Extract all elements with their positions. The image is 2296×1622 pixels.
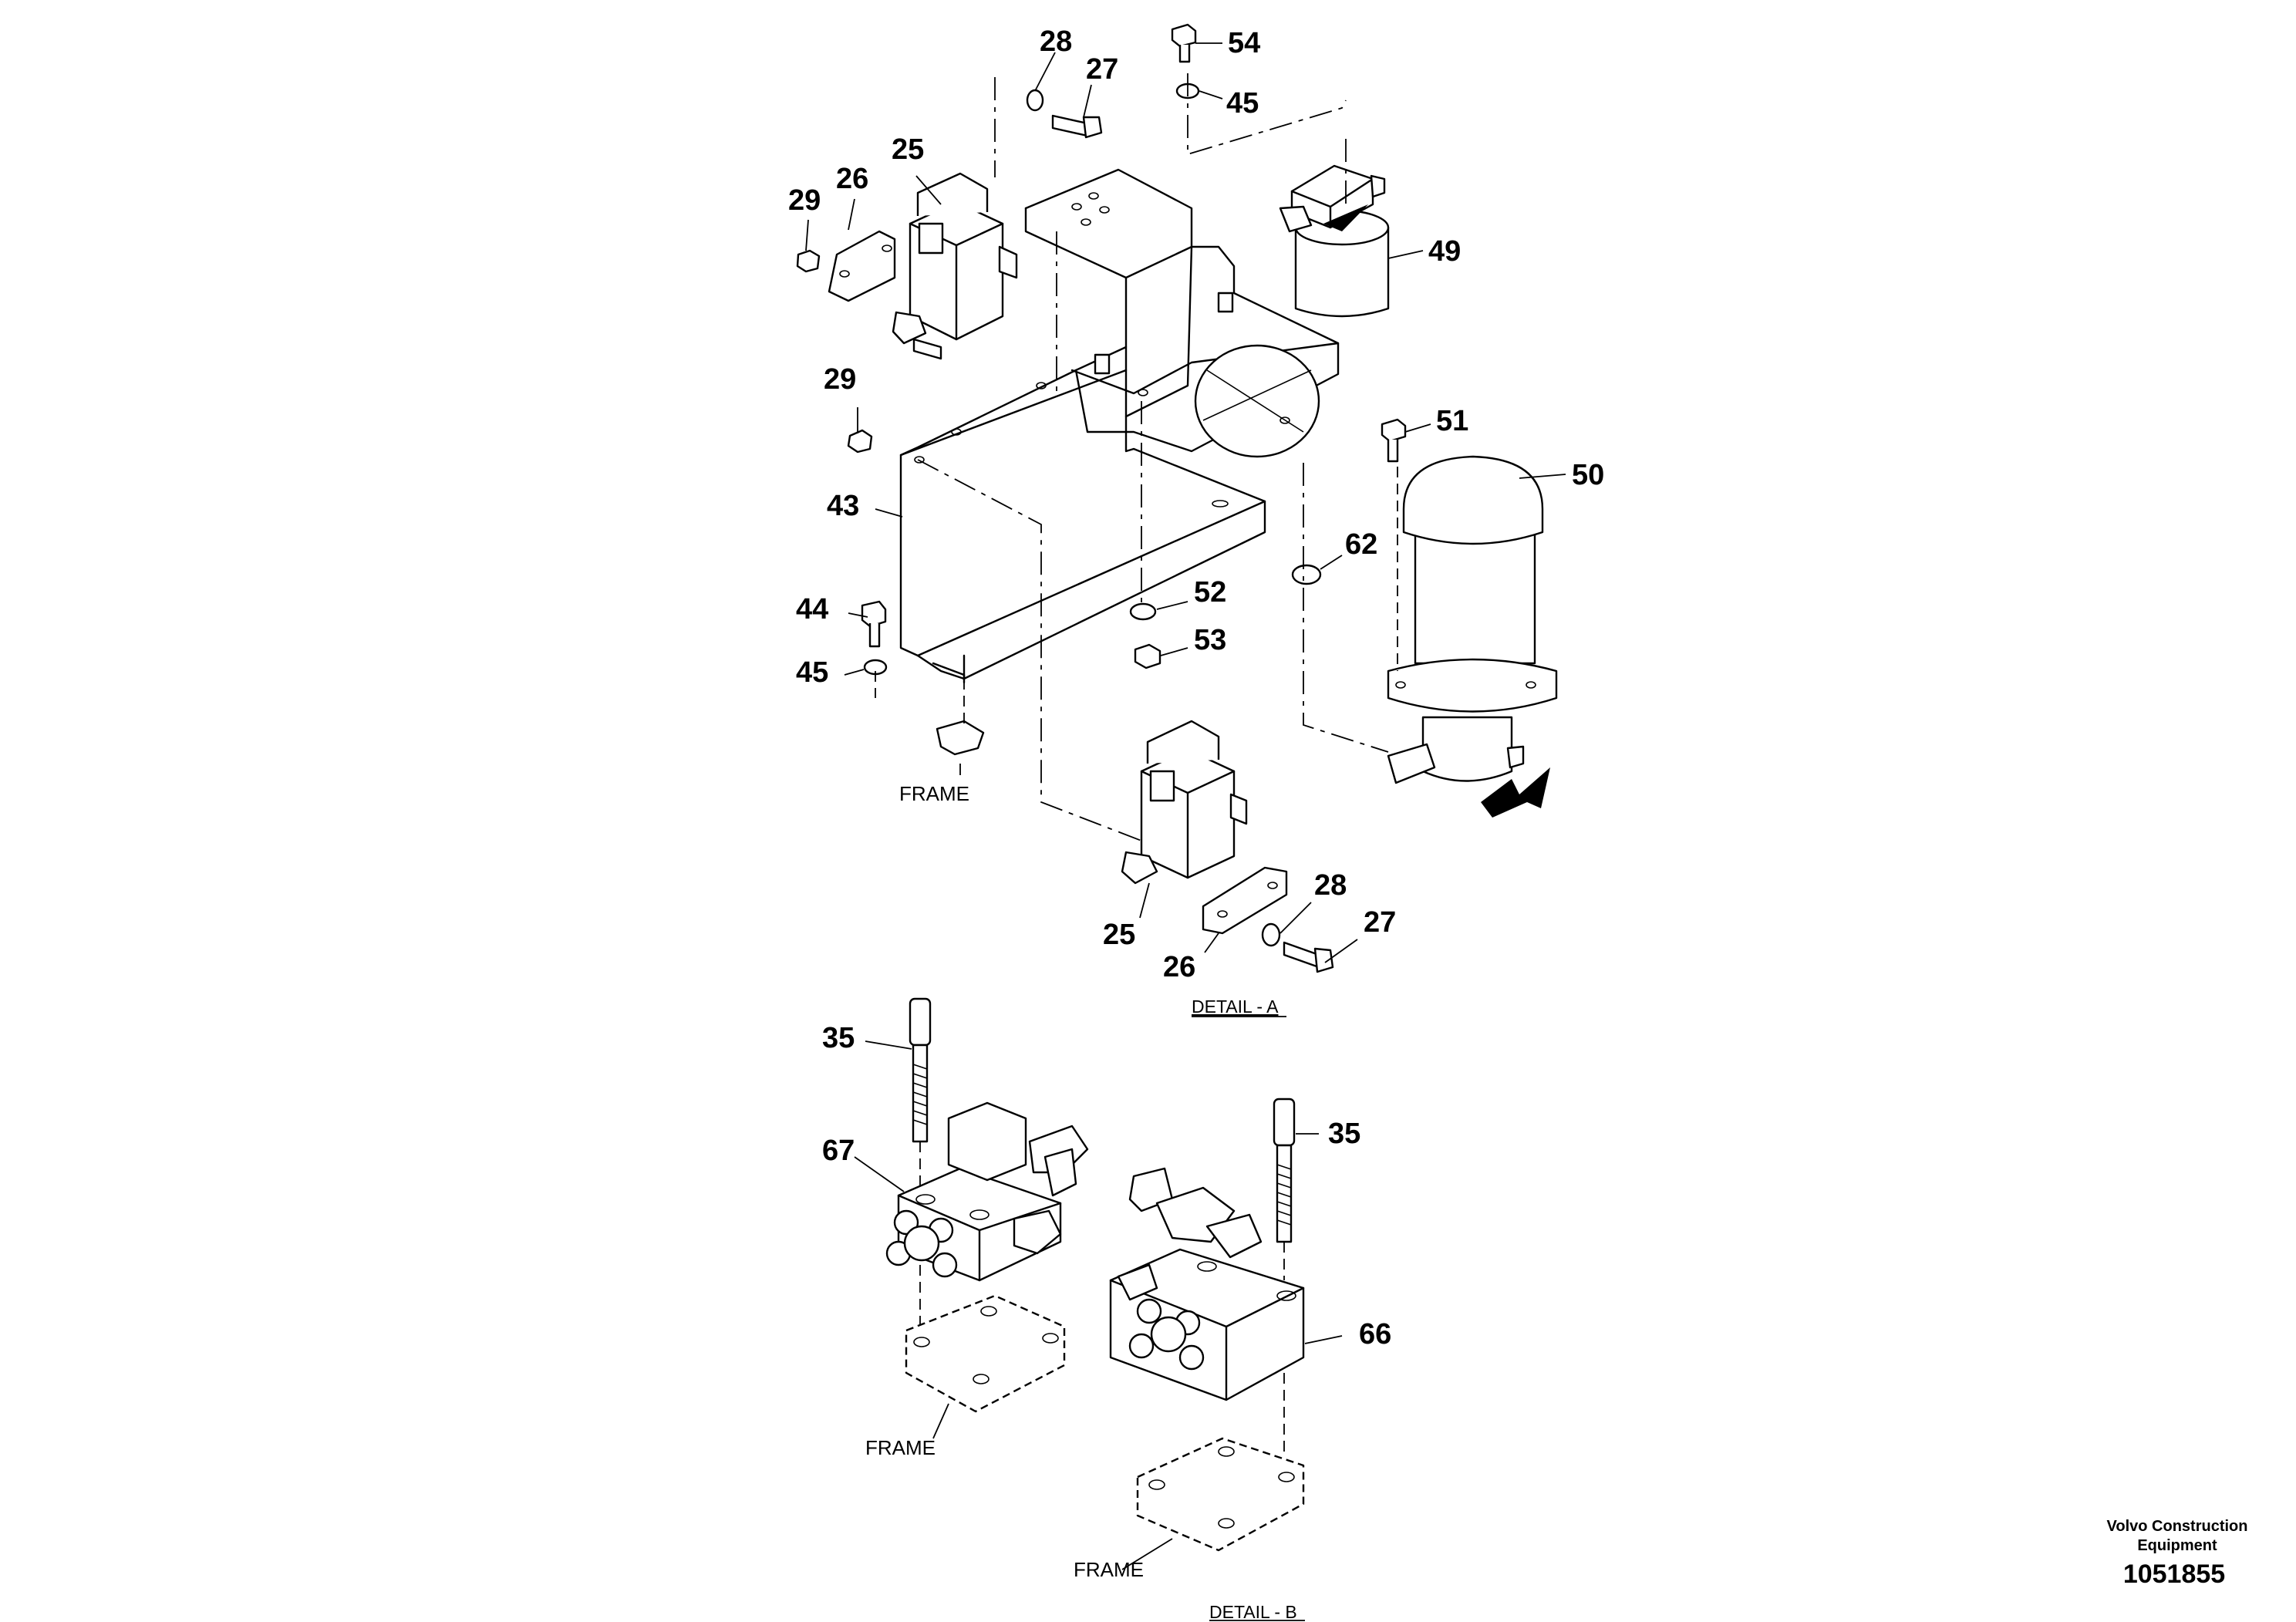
callout-52: 52: [1194, 576, 1226, 609]
callout-53: 53: [1194, 624, 1226, 656]
footer: Volvo Construction Equipment 1051855: [2107, 1518, 2248, 1589]
nut-29: [796, 249, 821, 273]
nut-53: [1134, 643, 1161, 669]
callout-45: 45: [1226, 87, 1259, 120]
callout-50: 50: [1572, 459, 1604, 491]
brand-line-2: Equipment: [2137, 1537, 2217, 1554]
flow-arrow-icon: [1481, 767, 1550, 818]
bolt-35b-head: [1273, 1098, 1296, 1147]
text-labels: FRAME DETAIL - A FRAME FRAME DETAIL - B: [865, 782, 1305, 1622]
callout-51: 51: [1436, 405, 1468, 437]
callout-29b: 29: [824, 363, 856, 396]
washer-62: [1291, 564, 1322, 585]
bracket-port-hole: [1194, 344, 1320, 458]
callout-54: 54: [1228, 27, 1260, 59]
callout-43: 43: [827, 490, 859, 522]
callout-62: 62: [1345, 528, 1377, 561]
frame-label-b1: FRAME: [865, 1436, 936, 1459]
callout-25: 25: [892, 133, 924, 166]
frame-plate-b2: [1136, 1437, 1305, 1552]
callout-28: 28: [1040, 25, 1072, 58]
brand-line-1: Volvo Construction: [2107, 1518, 2248, 1535]
bolt-27b: [1283, 941, 1320, 969]
solenoid-valve-lower: [1121, 720, 1334, 973]
callout-49: 49: [1428, 235, 1461, 268]
frame-symbol-a: [936, 720, 985, 756]
washer-28b: [1261, 922, 1281, 947]
bracket-stud: [1217, 292, 1234, 313]
washer-28: [1026, 89, 1044, 112]
callout-35b: 35: [1328, 1118, 1360, 1150]
frame-label-b2: FRAME: [1074, 1558, 1144, 1581]
frame-label-a: FRAME: [899, 782, 969, 805]
valve-block-67: [885, 997, 1089, 1413]
document-number: 1051855: [2123, 1560, 2225, 1589]
bolt-44: [861, 600, 887, 628]
frame-plate-b1: [905, 1294, 1066, 1413]
valve-block-66: [1109, 1098, 1305, 1552]
receiver-dryer-49: [1279, 164, 1390, 318]
bolt-35-shank: [912, 1044, 929, 1143]
callout-27b: 27: [1364, 906, 1396, 939]
bolt-35-head: [909, 997, 932, 1047]
flow-arrow-icon: [1323, 204, 1368, 231]
fasteners-top: [847, 23, 1407, 676]
detail-b-label: DETAIL - B: [1209, 1602, 1297, 1622]
callout-28b: 28: [1314, 869, 1347, 902]
solenoid-valve-upper: [796, 172, 1018, 360]
callout-44: 44: [796, 593, 828, 626]
callout-numbers: 28 54 27 45 25 29 26 49 29 51 50 43 62 5…: [788, 25, 1604, 1351]
mounting-plate-26: [828, 230, 896, 302]
bolt-54: [1171, 23, 1197, 48]
callout-35: 35: [822, 1022, 855, 1054]
assembly-lines: [875, 73, 1398, 841]
bracket-stud: [1094, 353, 1111, 375]
bolt-51: [1381, 418, 1407, 443]
detail-a-label: DETAIL - A: [1192, 996, 1279, 1017]
callout-25b: 25: [1103, 919, 1135, 951]
leader-lines: [805, 42, 1566, 1570]
callout-26b: 26: [1163, 951, 1195, 983]
nut-29b: [847, 429, 873, 454]
callout-67: 67: [822, 1135, 855, 1167]
washer-52: [1129, 602, 1157, 621]
callout-66: 66: [1359, 1318, 1391, 1351]
callout-27: 27: [1086, 53, 1118, 86]
bolt-35b-shank: [1276, 1144, 1293, 1243]
callout-45b: 45: [796, 656, 828, 689]
callout-26: 26: [836, 163, 868, 195]
callout-29: 29: [788, 184, 821, 217]
mounting-plate-26b: [1202, 866, 1288, 935]
bolt-27: [1051, 114, 1089, 137]
filter-50: [1387, 455, 1558, 818]
bracket-43: [899, 168, 1340, 684]
